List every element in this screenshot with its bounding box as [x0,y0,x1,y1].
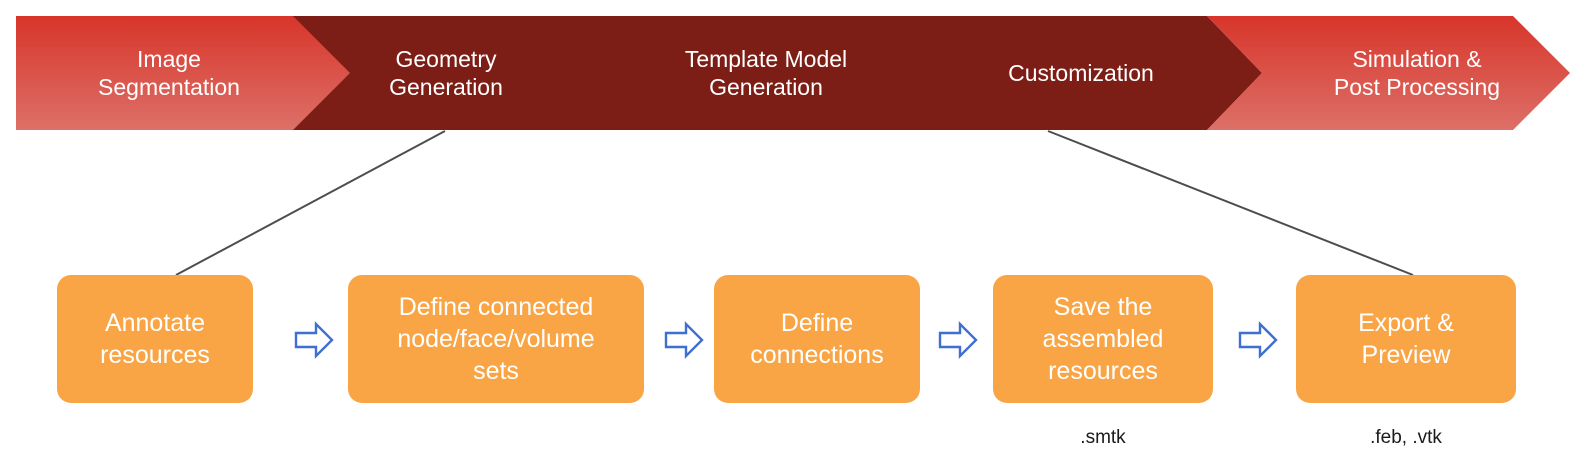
right-arrow-icon [938,321,978,359]
step-box-annotate-resources[interactable]: Annotate resources [57,275,253,403]
right-arrow-icon [664,321,704,359]
caption-feb-vtk: .feb, .vtk [1370,427,1442,448]
step-box-define-connected-sets[interactable]: Define connected node/face/volume sets [348,275,644,403]
banner-stage-middle-dark [16,16,1262,130]
pipeline-banner: Image Segmentation Geometry Generation T… [16,16,1570,130]
right-arrow-icon [294,321,334,359]
banner-stage-1-shape [16,16,350,130]
connector-customization-to-export [1047,130,1414,276]
step-box-define-connections[interactable]: Define connections [714,275,920,403]
banner-stage-5-shape [1207,16,1570,130]
connector-geometry-to-annotate [175,130,446,276]
step-box-save-assembled-resources[interactable]: Save the assembled resources [993,275,1213,403]
step-box-export-preview[interactable]: Export & Preview [1296,275,1516,403]
right-arrow-icon [1238,321,1278,359]
caption-smtk: .smtk [1080,427,1126,448]
